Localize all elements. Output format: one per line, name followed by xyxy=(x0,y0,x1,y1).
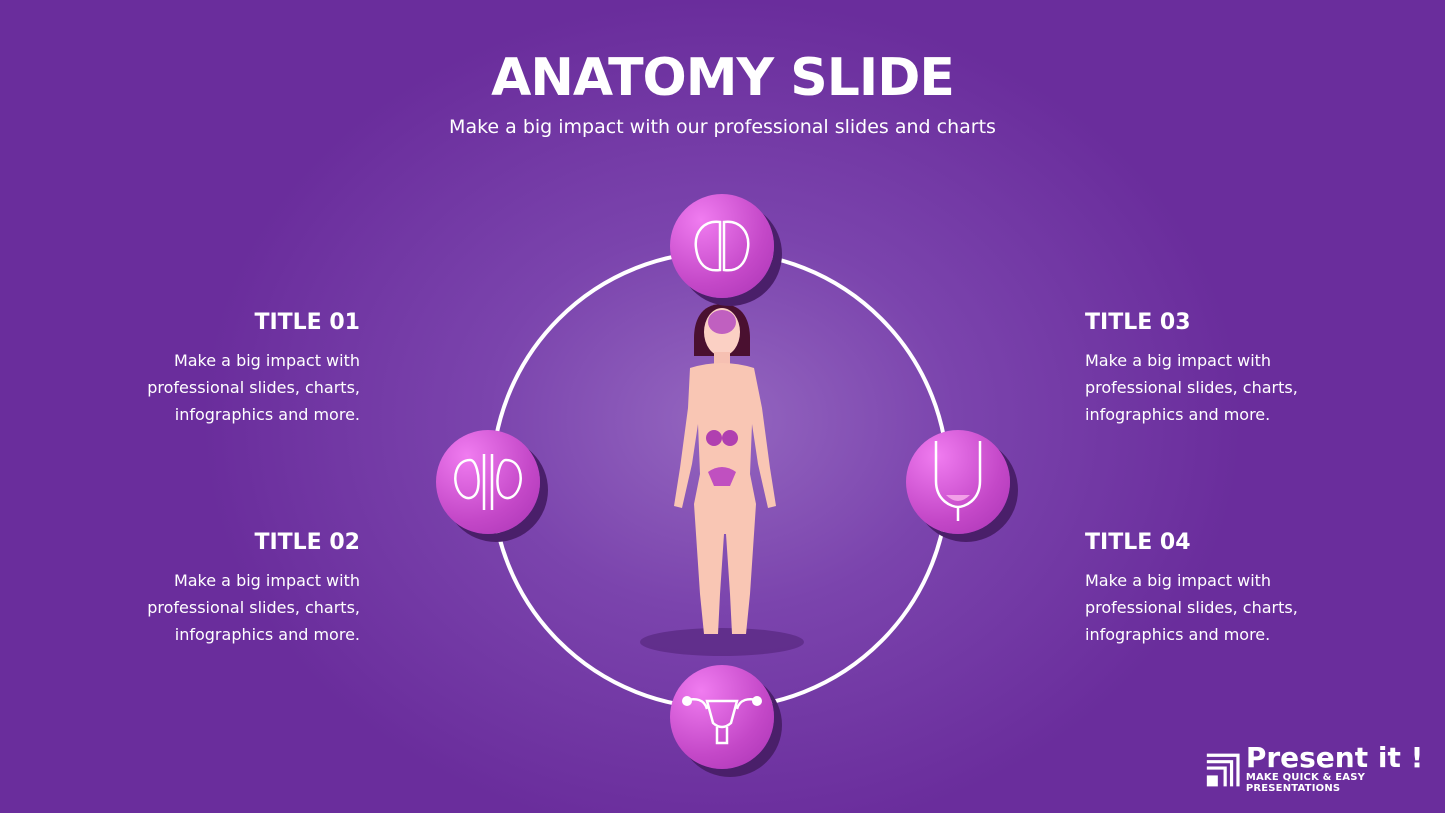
item-heading: TITLE 03 xyxy=(1085,310,1191,335)
item-title-03: TITLE 03 Make a big impact with professi… xyxy=(1085,310,1325,428)
female-body-figure xyxy=(640,304,804,656)
brain-node[interactable] xyxy=(670,194,774,298)
bladder-node[interactable] xyxy=(906,430,1010,534)
item-title-01: TITLE 01 Make a big impact with professi… xyxy=(120,310,360,428)
item-heading: TITLE 04 xyxy=(1085,530,1191,555)
logo-tagline: MAKE QUICK & EASY PRESENTATIONS xyxy=(1245,772,1366,794)
item-heading: TITLE 02 xyxy=(254,530,360,555)
kidneys-node[interactable] xyxy=(436,430,540,534)
item-heading: TITLE 01 xyxy=(254,310,360,335)
item-text: Make a big impact with professional slid… xyxy=(147,571,360,644)
bladder-icon xyxy=(934,441,982,521)
item-title-02: TITLE 02 Make a big impact with professi… xyxy=(120,530,360,648)
slide-subtitle: Make a big impact with our professional … xyxy=(449,116,996,138)
item-text: Make a big impact with professional slid… xyxy=(1085,571,1298,644)
uterus-node[interactable] xyxy=(670,665,774,769)
present-it-logo: Present it ! MAKE QUICK & EASY PRESENTAT… xyxy=(1205,744,1445,794)
slide-title: ANATOMY SLIDE xyxy=(491,48,955,108)
logo-mark-icon xyxy=(1206,753,1240,787)
brain-icon xyxy=(694,220,750,272)
item-title-04: TITLE 04 Make a big impact with professi… xyxy=(1085,530,1325,648)
item-text: Make a big impact with professional slid… xyxy=(147,351,360,424)
logo-name: Present it ! xyxy=(1245,741,1424,774)
item-text: Make a big impact with professional slid… xyxy=(1085,351,1298,424)
uterus-icon xyxy=(682,696,762,745)
kidneys-icon xyxy=(454,454,522,510)
